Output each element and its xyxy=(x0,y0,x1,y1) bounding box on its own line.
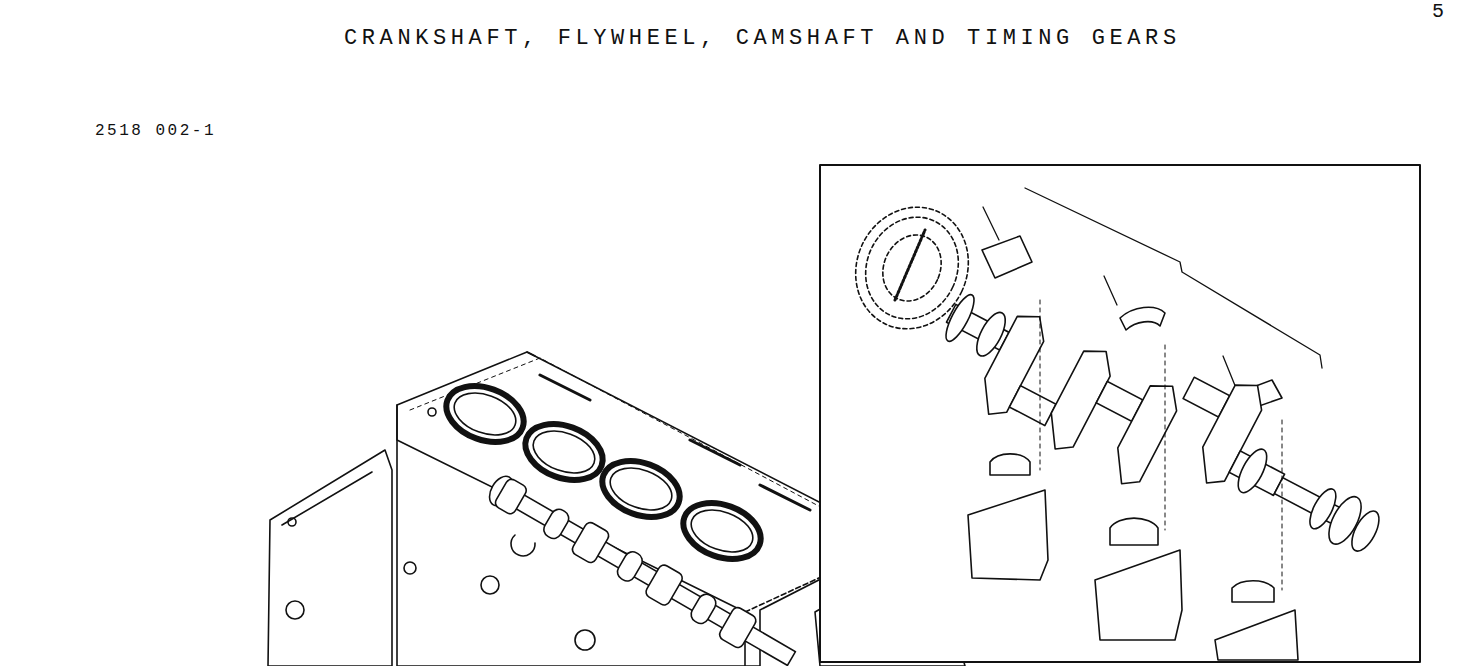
dashed-guides xyxy=(1040,300,1282,590)
figure-number: 2518 002-1 xyxy=(95,122,216,140)
crankshaft xyxy=(918,244,1411,598)
flywheel xyxy=(836,189,988,348)
camshaft xyxy=(484,470,801,666)
diagram-title: CRANKSHAFT, FLYWHEEL, CAMSHAFT AND TIMIN… xyxy=(344,26,1181,51)
end-plate xyxy=(268,450,392,666)
bearing-cap xyxy=(968,454,1298,660)
engine-block xyxy=(397,352,858,666)
inset-frame xyxy=(820,165,1420,662)
page-number: 5 xyxy=(1432,0,1444,23)
